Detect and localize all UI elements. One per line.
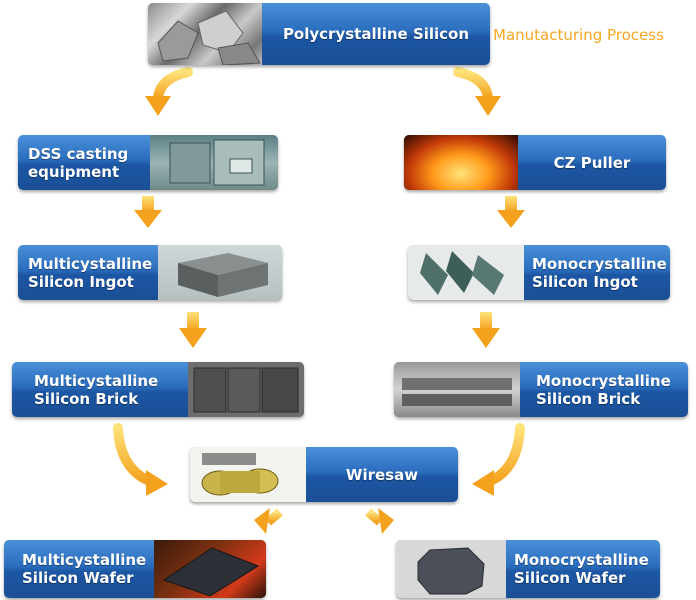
arrow-head-poly-to-cz [475,96,501,116]
node-label: Multicystalline Silicon Brick [34,371,159,408]
node-label: Monocrystalline Silicon Ingot [532,254,667,291]
node-label: Wiresaw [345,465,419,484]
arrow-poly-to-cz [453,67,493,103]
arrow-head-poly-to-dss [145,96,171,116]
cylindrical-ingots-graphic [420,251,504,295]
arrow-multi-ingot-to-brick [179,312,207,348]
node-wiresaw: Wiresaw [190,447,458,502]
arrow-mono-ingot-to-brick [472,312,500,348]
node-multi-ingot: Multicystalline Silicon Ingot [18,245,282,300]
mono-ingot-image [408,245,524,300]
node-mono-ingot: Monocrystalline Silicon Ingot [408,245,670,300]
node-mono-wafer: Monocrystalline Silicon Wafer [396,540,660,598]
cz-puller-image [404,135,518,190]
multi-ingot-image [158,245,282,300]
casting-equipment-image [150,135,278,190]
polysilicon-chunks-graphic [157,10,261,65]
node-label: Monocrystalline Silicon Wafer [514,551,649,587]
arrow-head-mono-brick-to-wiresaw [472,470,494,496]
node-dss-casting: DSS casting equipment [18,135,278,190]
process-note: Manutacturing Process [493,26,664,44]
multi-wafer-graphic [162,547,260,597]
mono-wafer-graphic [417,547,485,595]
multi-wafer-image [154,540,266,598]
arrow-poly-to-dss [153,67,193,103]
polysilicon-image [148,3,262,65]
node-label: Monocrystalline Silicon Brick [536,371,671,408]
node-polycrystalline-silicon: Polycrystalline Silicon [148,3,490,65]
wire-rollers-graphic [201,453,279,496]
casting-furnace-graphic [169,139,265,186]
multi-brick-image [188,362,304,417]
node-multi-wafer: Multicystalline Silicon Wafer [4,540,266,598]
wiresaw-image [190,447,306,502]
mono-bricks-graphic [402,378,512,406]
arrow-cz-to-mono-ingot [497,196,525,228]
node-mono-brick: Monocrystalline Silicon Brick [394,362,688,417]
node-label: Polycrystalline Silicon [282,25,470,43]
node-cz-puller: CZ Puller [404,135,666,190]
arrow-wiresaw-to-mono-wafer [365,508,394,534]
mono-wafer-image [396,540,506,598]
arrow-head-multi-brick-to-wiresaw [146,470,168,496]
arrow-dss-to-multi-ingot [134,196,162,228]
node-label: Multicystalline Silicon Ingot [28,254,153,291]
node-label: Multicystalline Silicon Wafer [22,551,147,587]
arrow-wiresaw-to-multi-wafer [254,508,283,534]
mono-brick-image [394,362,520,417]
square-ingot-graphic [178,253,268,297]
node-label: DSS casting equipment [28,144,129,181]
node-multi-brick: Multicystalline Silicon Brick [12,362,304,417]
brick-blocks-graphic [193,367,299,413]
node-label: CZ Puller [553,153,631,172]
